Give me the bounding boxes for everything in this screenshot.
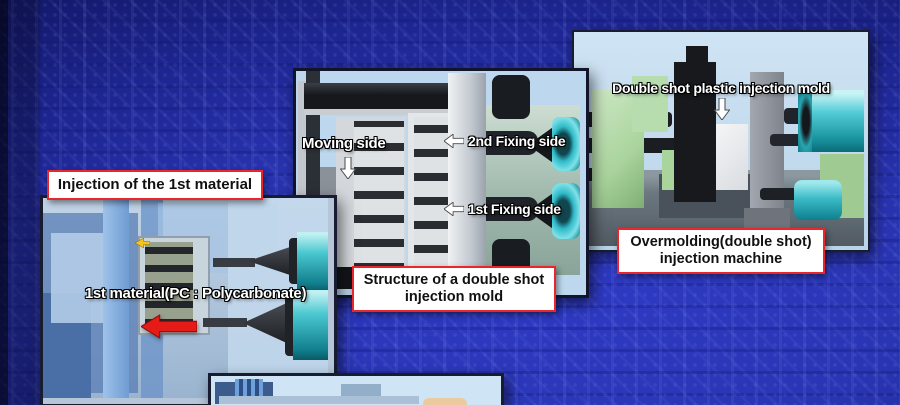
injection-cylinder-teal [812,90,864,152]
mold-structure-render: Moving side 2nd Fixing side 1st Fixing s… [296,71,586,295]
caption-overmolding-machine: Overmolding(double shot) injection machi… [617,228,825,275]
first-material-annotation: 1st material(PC : Polycarbonate) [84,285,307,302]
caption-mold-structure-line2: injection mold [404,289,504,306]
caption-overmolding-line1: Overmolding(double shot) [630,234,812,250]
machine-annotation: Double shot plastic injection mold [612,80,830,96]
first-fixing-side-label: 1st Fixing side [468,201,561,217]
mold-block [674,62,716,202]
injection-machine-render: Double shot plastic injection mold [574,32,868,250]
panel-bottom-partial [208,373,504,405]
panel-mold-structure: Moving side 2nd Fixing side 1st Fixing s… [293,68,589,298]
injection-cylinder-teal [293,290,328,360]
injection-rod [760,188,802,200]
moving-side-annotation: Moving side [302,135,386,152]
injection-cylinder-teal [552,183,580,239]
machine-part-tan [423,398,467,405]
caption-overmolding-line2: injection machine [659,251,783,268]
arrow-down-icon [340,157,356,179]
arrow-left-icon [444,134,464,148]
nozzle-rod [203,318,247,327]
arrow-left-icon [444,202,464,216]
panel-injection-machine: Double shot plastic injection mold [572,30,870,252]
injection-cylinder-teal [552,117,580,171]
support-column [103,198,129,398]
nozzle-rod [486,131,538,155]
mold-insert-white [716,124,748,190]
second-fixing-side-label: 2nd Fixing side [468,133,566,149]
arrow-down-icon [714,98,730,120]
mold-cavity-slots [145,242,193,326]
cylinder-end-cap [798,90,814,152]
nozzle-rod [213,258,255,267]
guide-rail [304,109,482,115]
frame-column-silver [298,81,306,285]
mold-plate-slots [354,121,404,271]
mold-plate-slots [414,117,450,277]
fixed-platen [448,73,486,285]
bottom-panel-render [211,376,501,405]
clamp-unit-green [632,76,668,132]
injection-cylinder-teal [297,232,328,292]
nozzle-rod [486,197,538,221]
panel-first-injection: 1st material(PC : Polycarbonate) [40,195,337,405]
arrow-left-yellow-icon [135,238,150,248]
second-fixing-side-annotation: 2nd Fixing side [444,133,566,149]
platen-foot [744,208,790,230]
first-fixing-side-annotation: 1st Fixing side [444,201,561,217]
caption-mold-structure-line1: Structure of a double shot [363,272,545,288]
machine-rail [219,396,419,404]
injection-cylinder-teal [794,180,842,220]
caption-mold-structure: Structure of a double shot injection mol… [352,266,556,313]
first-injection-render: 1st material(PC : Polycarbonate) [43,198,334,404]
arrow-left-red-icon [141,314,197,339]
label-injection-first-material: Injection of the 1st material [47,170,263,200]
platen-bolt [492,75,530,119]
